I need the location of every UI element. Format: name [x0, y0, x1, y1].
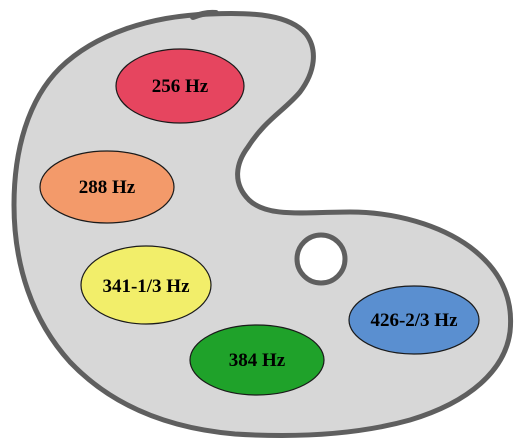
- blob-ellipse: [39, 150, 175, 224]
- blob-label: 288 Hz: [79, 177, 136, 198]
- paint-blob: 341-1/3 Hz: [80, 245, 212, 325]
- blob-label: 341-1/3 Hz: [102, 276, 190, 297]
- thumb-hole: [294, 232, 348, 286]
- blob-ellipse: [80, 245, 212, 325]
- blob-ellipse: [348, 285, 480, 355]
- paint-blob: 256 Hz: [115, 48, 245, 124]
- paint-blob: 426-2/3 Hz: [348, 285, 480, 355]
- blob-label: 426-2/3 Hz: [370, 310, 458, 331]
- blob-label: 384 Hz: [229, 350, 286, 371]
- paint-blob: 384 Hz: [189, 324, 325, 396]
- paint-blob: 288 Hz: [39, 150, 175, 224]
- blob-label: 256 Hz: [152, 76, 209, 97]
- blob-ellipse: [115, 48, 245, 124]
- blob-ellipse: [189, 324, 325, 396]
- palette-top-mark: [190, 9, 219, 20]
